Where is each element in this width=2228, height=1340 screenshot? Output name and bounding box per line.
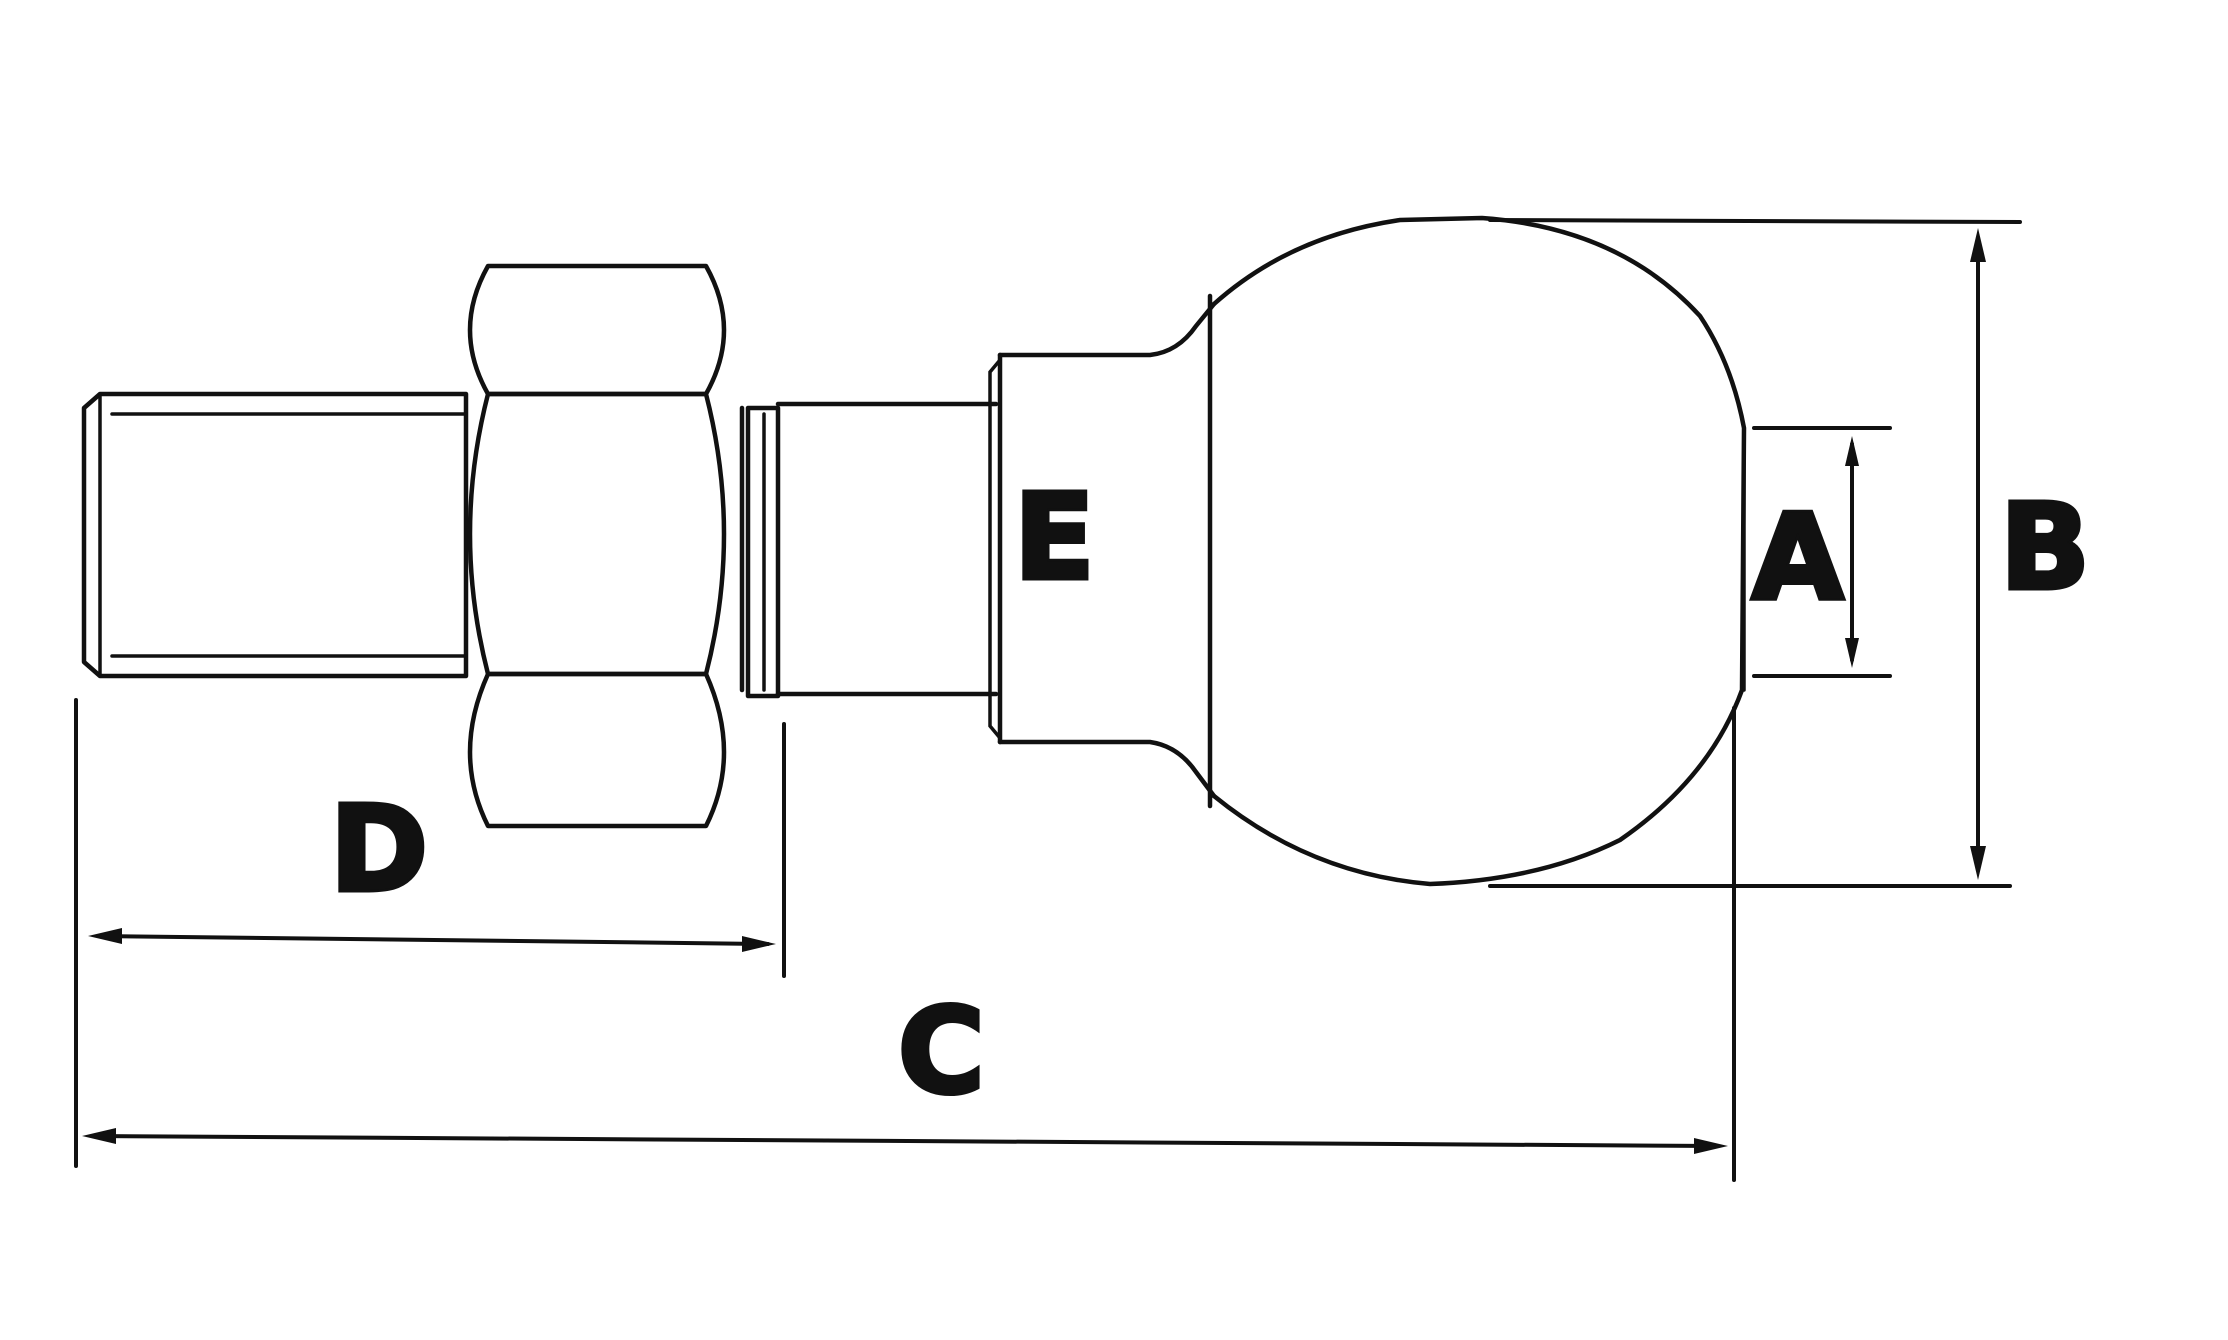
dimension-d: [88, 722, 786, 978]
dimension-c: [74, 698, 1736, 1182]
arrow-c-left-icon: [82, 1128, 116, 1144]
arrow-b-bottom-icon: [1970, 846, 1986, 880]
label-b: B: [2000, 478, 2090, 616]
label-c: C: [898, 982, 985, 1120]
arrow-b-top-icon: [1970, 228, 1986, 262]
arrow-a-top-icon: [1845, 436, 1859, 466]
arrow-c-right-icon: [1694, 1138, 1728, 1154]
arrow-d-right-icon: [742, 936, 776, 952]
ball-head: [1207, 215, 1747, 887]
label-e: E: [1014, 468, 1095, 606]
threaded-stud: [81, 391, 469, 679]
label-d: D: [330, 780, 428, 918]
arrow-d-left-icon: [88, 928, 122, 944]
arrow-a-bottom-icon: [1845, 638, 1859, 668]
neck-shaft: [775, 401, 999, 697]
neck-section: [988, 301, 1217, 799]
dimension-a: [1752, 426, 1892, 678]
label-a: A: [1752, 488, 1843, 626]
washer: [739, 405, 781, 699]
hex-nut: [467, 263, 727, 829]
dimension-b: [1488, 218, 2022, 888]
